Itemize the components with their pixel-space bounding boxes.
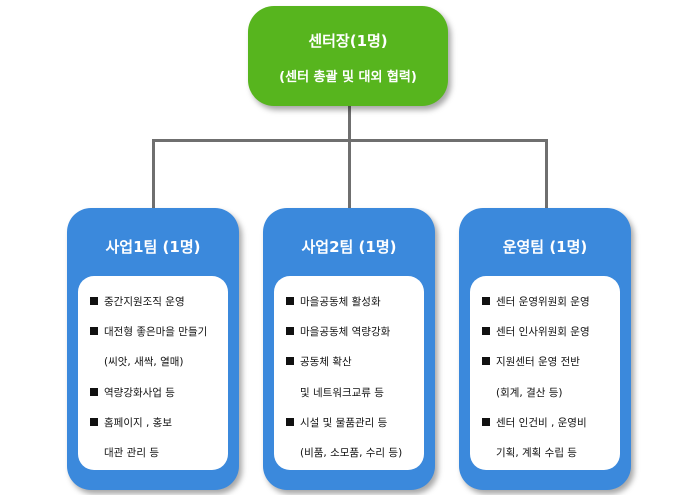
team-name: 사업2팀 (1명) bbox=[301, 238, 397, 256]
team-node-3: 운영팀 (1명) 센터 운영위원회 운영 센터 인사위원회 운영 지원센터 운영… bbox=[459, 208, 631, 490]
bullet-square-icon bbox=[90, 418, 98, 426]
duty-item-continuation: 기획, 계획 수립 등 bbox=[496, 447, 577, 459]
duty-item: 시설 및 물품관리 등 bbox=[286, 415, 387, 430]
team-duties-box: 마을공동체 활성화 마을공동체 역량강화 공동체 확산 및 네트워크교류 등 시… bbox=[274, 276, 424, 470]
team-name: 사업1팀 (1명) bbox=[105, 238, 201, 256]
connector-team2-drop bbox=[348, 139, 351, 208]
duty-item: 역량강화사업 등 bbox=[90, 385, 175, 400]
duty-item-continuation: (씨앗, 새싹, 열매) bbox=[104, 356, 184, 368]
director-node: 센터장(1명) (센터 총괄 및 대외 협력) bbox=[248, 6, 448, 106]
team-duties-box: 중간지원조직 운영 대전형 좋은마을 만들기 (씨앗, 새싹, 열매) 역량강화… bbox=[78, 276, 228, 470]
team-node-2: 사업2팀 (1명) 마을공동체 활성화 마을공동체 역량강화 공동체 확산 및 … bbox=[263, 208, 435, 490]
duty-item: 중간지원조직 운영 bbox=[90, 294, 185, 309]
bullet-square-icon bbox=[90, 327, 98, 335]
duty-item-continuation: 대관 관리 등 bbox=[104, 447, 159, 459]
duty-item-continuation: (회계, 결산 등) bbox=[496, 387, 563, 399]
duty-item: 마을공동체 역량강화 bbox=[286, 324, 390, 339]
director-title: 센터장(1명) bbox=[308, 32, 388, 50]
bullet-square-icon bbox=[482, 357, 490, 365]
team-name: 운영팀 (1명) bbox=[502, 238, 588, 256]
bullet-square-icon bbox=[286, 357, 294, 365]
bullet-square-icon bbox=[286, 297, 294, 305]
connector-team3-drop bbox=[545, 139, 548, 208]
duty-item: 공동체 확산 bbox=[286, 354, 352, 369]
bullet-square-icon bbox=[482, 327, 490, 335]
bullet-square-icon bbox=[90, 388, 98, 396]
duty-item: 센터 인사위원회 운영 bbox=[482, 324, 590, 339]
bullet-square-icon bbox=[482, 297, 490, 305]
team-node-1: 사업1팀 (1명) 중간지원조직 운영 대전형 좋은마을 만들기 (씨앗, 새싹… bbox=[67, 208, 239, 490]
bullet-square-icon bbox=[286, 418, 294, 426]
duty-item: 마을공동체 활성화 bbox=[286, 294, 381, 309]
duty-item-continuation: (비품, 소모품, 수리 등) bbox=[300, 447, 403, 459]
bullet-square-icon bbox=[482, 418, 490, 426]
bullet-square-icon bbox=[90, 297, 98, 305]
duty-item: 지원센터 운영 전반 bbox=[482, 354, 580, 369]
duty-item: 홈페이지 , 홍보 bbox=[90, 415, 172, 430]
duty-item: 센터 운영위원회 운영 bbox=[482, 294, 590, 309]
connector-head-stem bbox=[348, 106, 351, 140]
duty-item: 센터 인건비 , 운영비 bbox=[482, 415, 587, 430]
director-subtitle: (센터 총괄 및 대외 협력) bbox=[279, 70, 417, 85]
bullet-square-icon bbox=[286, 327, 294, 335]
duty-item: 대전형 좋은마을 만들기 bbox=[90, 324, 207, 339]
team-duties-box: 센터 운영위원회 운영 센터 인사위원회 운영 지원센터 운영 전반 (회계, … bbox=[470, 276, 620, 470]
connector-team1-drop bbox=[152, 139, 155, 208]
duty-item-continuation: 및 네트워크교류 등 bbox=[300, 387, 384, 399]
